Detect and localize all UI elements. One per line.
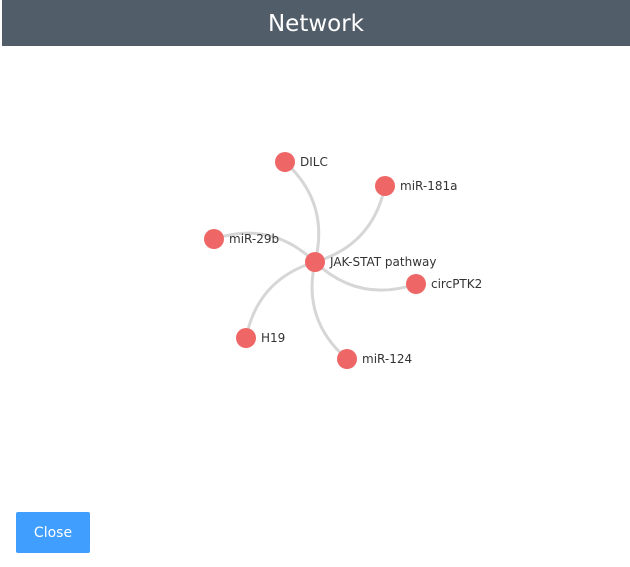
- network-edge: [244, 260, 316, 339]
- network-node-label: miR-29b: [229, 232, 279, 246]
- network-node-label: H19: [261, 331, 285, 345]
- network-node[interactable]: [204, 229, 224, 249]
- network-edge: [213, 231, 317, 264]
- close-button[interactable]: Close: [16, 512, 90, 553]
- network-edge: [310, 261, 348, 361]
- network-edge: [313, 260, 417, 292]
- network-node-label: DILC: [300, 155, 328, 169]
- network-node-label: JAK-STAT pathway: [329, 255, 436, 269]
- network-node-label: circPTK2: [431, 277, 482, 291]
- network-node-label: miR-181a: [400, 179, 457, 193]
- network-node[interactable]: [275, 152, 295, 172]
- network-node[interactable]: [375, 176, 395, 196]
- dialog-title: Network: [267, 11, 365, 37]
- network-edge: [314, 185, 387, 264]
- network-node[interactable]: [236, 328, 256, 348]
- network-node-label: miR-124: [362, 352, 412, 366]
- network-node[interactable]: [337, 349, 357, 369]
- network-edge: [283, 160, 321, 263]
- dialog-header: Network: [2, 0, 630, 46]
- network-node[interactable]: [305, 252, 325, 272]
- network-node[interactable]: [406, 274, 426, 294]
